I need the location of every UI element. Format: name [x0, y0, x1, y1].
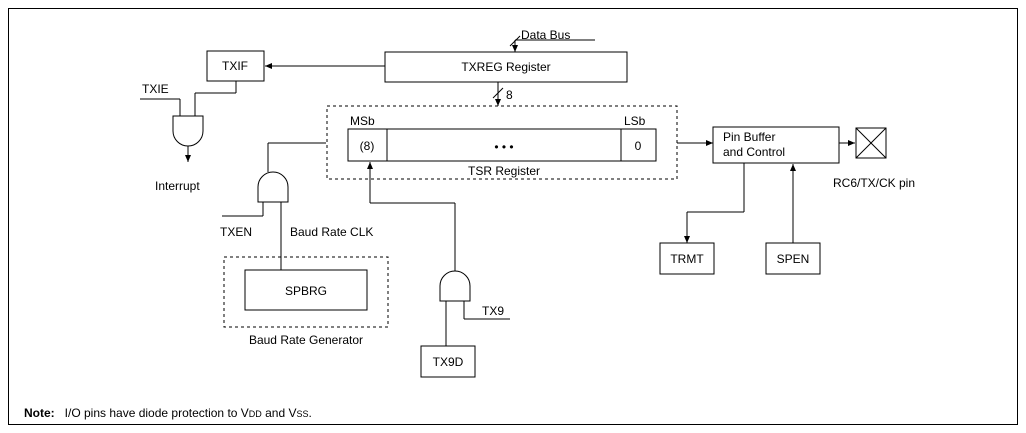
data-bus: Data Bus [509, 28, 595, 52]
note-label: Note: [24, 406, 55, 420]
pin-buffer-line1: Pin Buffer [723, 130, 775, 144]
interrupt-and-gate [172, 115, 204, 147]
baud-generator-outline [223, 256, 389, 328]
data-bus-label: Data Bus [521, 28, 570, 42]
txif-label: TXIF [222, 59, 248, 73]
lsb-label: LSb [624, 114, 646, 128]
msb-label: MSb [350, 114, 375, 128]
tx9-label: TX9 [482, 304, 504, 318]
tsr-register [347, 128, 657, 162]
bus-width-label: 8 [506, 88, 513, 102]
trmt-box [659, 242, 715, 275]
pin-buffer-box [712, 126, 840, 164]
spen-box [765, 242, 821, 275]
txreg-register [384, 51, 628, 83]
baud-generator-label: Baud Rate Generator [249, 333, 363, 347]
txreg-label: TXREG Register [461, 60, 550, 74]
pin-terminal [855, 127, 887, 159]
note-text-a: I/O pins have diode protection to V [64, 406, 249, 420]
tsr-dots: • • • [494, 140, 513, 154]
footnote: Note: I/O pins have diode protection to V… [24, 406, 312, 420]
tx9d-label: TX9D [433, 355, 464, 369]
tx9-and-gate [439, 270, 471, 302]
tsr-label: TSR Register [468, 164, 540, 178]
interrupt-label: Interrupt [155, 179, 200, 193]
trmt-label: TRMT [670, 252, 704, 266]
note-text-c: . [308, 406, 312, 420]
spbrg-label: SPBRG [285, 284, 327, 298]
note-text-b: and V [261, 406, 297, 420]
txif-box [206, 50, 265, 82]
vdd-subscript: DD [248, 409, 262, 419]
txie-label: TXIE [142, 82, 169, 96]
txreg-to-tsr-bus: 8 [492, 82, 513, 106]
baud-and-gate [257, 171, 289, 203]
txen-label: TXEN [220, 225, 252, 239]
spbrg-box [244, 269, 368, 311]
pin-label: RC6/TX/CK pin [833, 176, 915, 190]
figure-frame [8, 8, 1018, 425]
tsr-msb-bit: (8) [360, 139, 375, 153]
pin-buffer-line2: and Control [723, 145, 785, 159]
spen-label: SPEN [777, 252, 810, 266]
vss-subscript: SS [296, 409, 309, 419]
tx9d-box [420, 345, 476, 378]
baud-clk-label: Baud Rate CLK [290, 225, 373, 239]
tsr-lsb-bit: 0 [635, 139, 642, 153]
